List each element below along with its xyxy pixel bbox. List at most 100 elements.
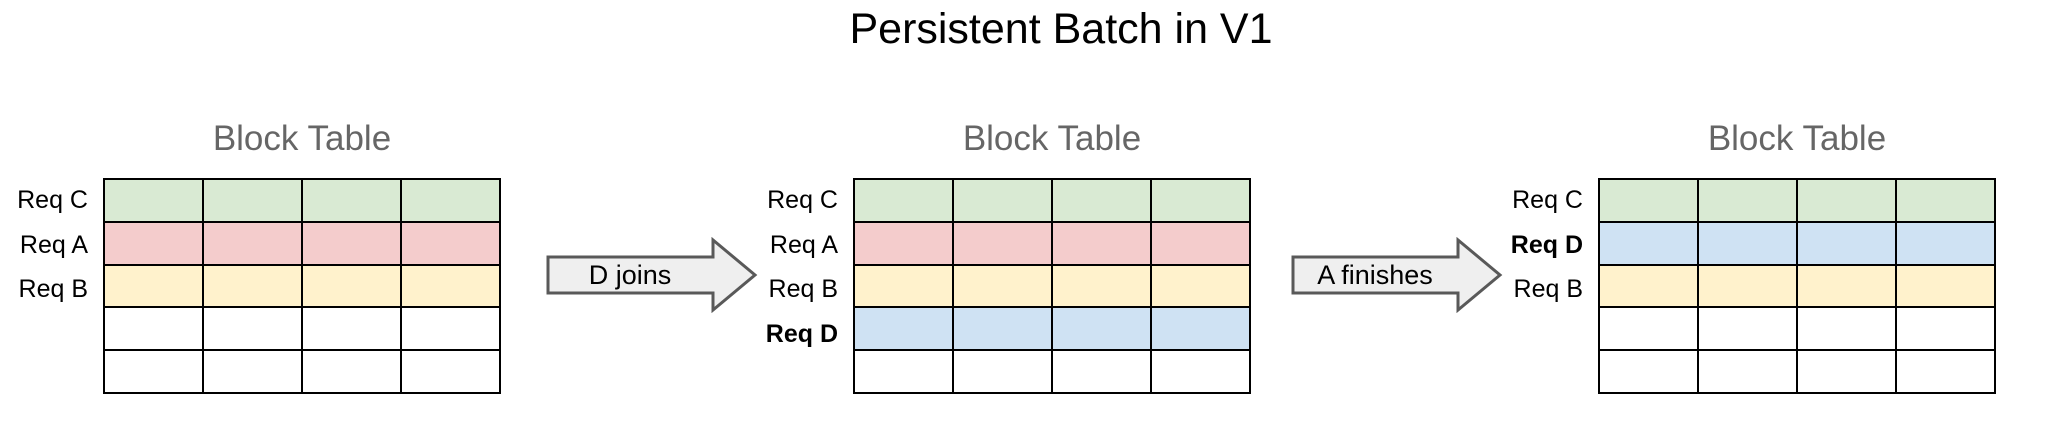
block-row: [1598, 178, 1996, 223]
block-table-3-title: Block Table: [1707, 119, 1887, 158]
row-label-empty: [753, 357, 838, 402]
block-cell: [1697, 178, 1798, 223]
block-row: [103, 263, 501, 309]
block-cell: [301, 220, 402, 266]
block-cell: [1895, 220, 1996, 266]
block-cell: [103, 263, 204, 309]
block-cell: [1796, 178, 1897, 223]
row-label-req-a: Req A: [19, 230, 88, 259]
block-cell: [202, 263, 303, 309]
block-cell: [853, 263, 954, 309]
block-row: [853, 263, 1251, 309]
block-cell: [400, 349, 501, 394]
block-row: [103, 306, 501, 352]
row-label-req-d: Req D: [765, 320, 838, 349]
block-cell: [1697, 306, 1798, 352]
row-label-req-c: Req C: [767, 185, 838, 214]
block-cell: [952, 306, 1053, 352]
row-label-req-a: Req A: [769, 230, 838, 259]
right-arrow-icon: [1291, 237, 1503, 313]
block-cell: [1598, 220, 1699, 266]
block-cell: [1150, 263, 1251, 309]
row-label-req-b: Req B: [18, 275, 88, 304]
block-row: [103, 349, 501, 394]
block-table-3-grid: [1598, 178, 1996, 394]
block-row: [103, 220, 501, 266]
block-cell: [952, 349, 1053, 394]
block-cell: [202, 306, 303, 352]
block-cell: [301, 349, 402, 394]
block-cell: [853, 349, 954, 394]
block-cell: [1598, 306, 1699, 352]
block-cell: [1598, 263, 1699, 309]
block-cell: [400, 178, 501, 223]
block-cell: [952, 220, 1053, 266]
block-cell: [853, 178, 954, 223]
block-cell: [952, 178, 1053, 223]
block-row: [853, 349, 1251, 394]
transition-arrow-d-joins: D joins: [546, 237, 758, 313]
block-cell: [103, 220, 204, 266]
block-cell: [1895, 306, 1996, 352]
block-cell: [1598, 178, 1699, 223]
block-cell: [1796, 306, 1897, 352]
block-cell: [301, 306, 402, 352]
block-cell: [853, 220, 954, 266]
block-table-1-title: Block Table: [212, 119, 392, 158]
block-cell: [400, 263, 501, 309]
block-cell: [1796, 220, 1897, 266]
transition-arrow-a-finishes: A finishes: [1291, 237, 1503, 313]
block-table-2-grid: [853, 178, 1251, 394]
block-cell: [1051, 349, 1152, 394]
block-row: [853, 306, 1251, 352]
block-cell: [202, 220, 303, 266]
block-cell: [202, 178, 303, 223]
block-cell: [301, 178, 402, 223]
block-cell: [1895, 349, 1996, 394]
row-label-req-d: Req D: [1510, 230, 1583, 259]
block-cell: [400, 306, 501, 352]
block-cell: [202, 349, 303, 394]
block-cell: [1598, 349, 1699, 394]
block-cell: [1697, 263, 1798, 309]
block-cell: [103, 178, 204, 223]
block-cell: [1150, 178, 1251, 223]
block-cell: [952, 263, 1053, 309]
block-cell: [103, 306, 204, 352]
block-cell: [1895, 263, 1996, 309]
block-table-1-grid: [103, 178, 501, 394]
block-cell: [1051, 220, 1152, 266]
row-label-empty: [3, 357, 88, 402]
block-cell: [301, 263, 402, 309]
block-cell: [1051, 178, 1152, 223]
block-row: [853, 178, 1251, 223]
row-label-empty: [1498, 357, 1583, 402]
block-row: [853, 220, 1251, 266]
block-cell: [1697, 220, 1798, 266]
block-row: [1598, 220, 1996, 266]
row-label-req-c: Req C: [1512, 185, 1583, 214]
block-row: [1598, 306, 1996, 352]
row-label-empty: [3, 312, 88, 357]
block-row: [103, 178, 501, 223]
block-cell: [1895, 178, 1996, 223]
block-cell: [400, 220, 501, 266]
block-cell: [1796, 349, 1897, 394]
block-cell: [1697, 349, 1798, 394]
diagram-title: Persistent Batch in V1: [849, 5, 1273, 53]
block-row: [1598, 263, 1996, 309]
block-cell: [1051, 306, 1152, 352]
block-cell: [1150, 220, 1251, 266]
block-row: [1598, 349, 1996, 394]
block-cell: [1051, 263, 1152, 309]
